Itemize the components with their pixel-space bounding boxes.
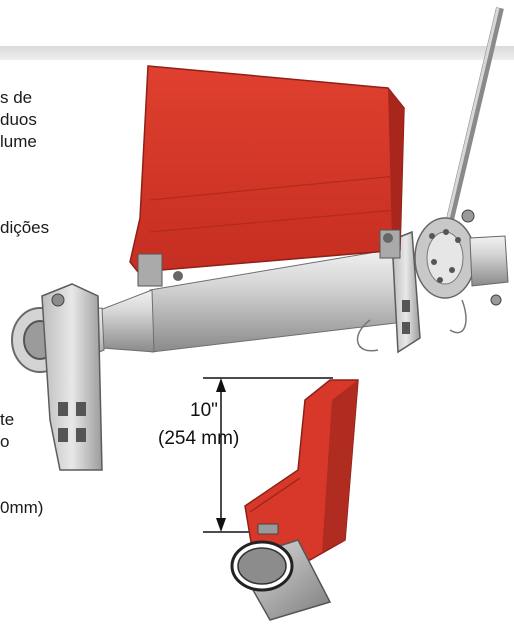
right-tensioner-assembly [356, 209, 509, 354]
header-band [0, 46, 514, 60]
text-fragment: 0mm) [0, 498, 44, 517]
text-fragment: dições [0, 218, 50, 237]
text-fragment: te [0, 410, 15, 429]
tensioner-rod [444, 7, 504, 229]
dimension-imperial: 10" [190, 400, 218, 421]
red-cleaner-blade [129, 65, 405, 287]
text-fragment: o [0, 432, 10, 451]
text-fragment: s de [0, 88, 33, 107]
blade-profile-detail [230, 379, 359, 621]
text-fragment: duos [0, 110, 37, 129]
dimension-metric: (254 mm) [158, 428, 240, 449]
left-mounting-plate [41, 283, 103, 471]
text-fragment: lume [0, 132, 37, 151]
